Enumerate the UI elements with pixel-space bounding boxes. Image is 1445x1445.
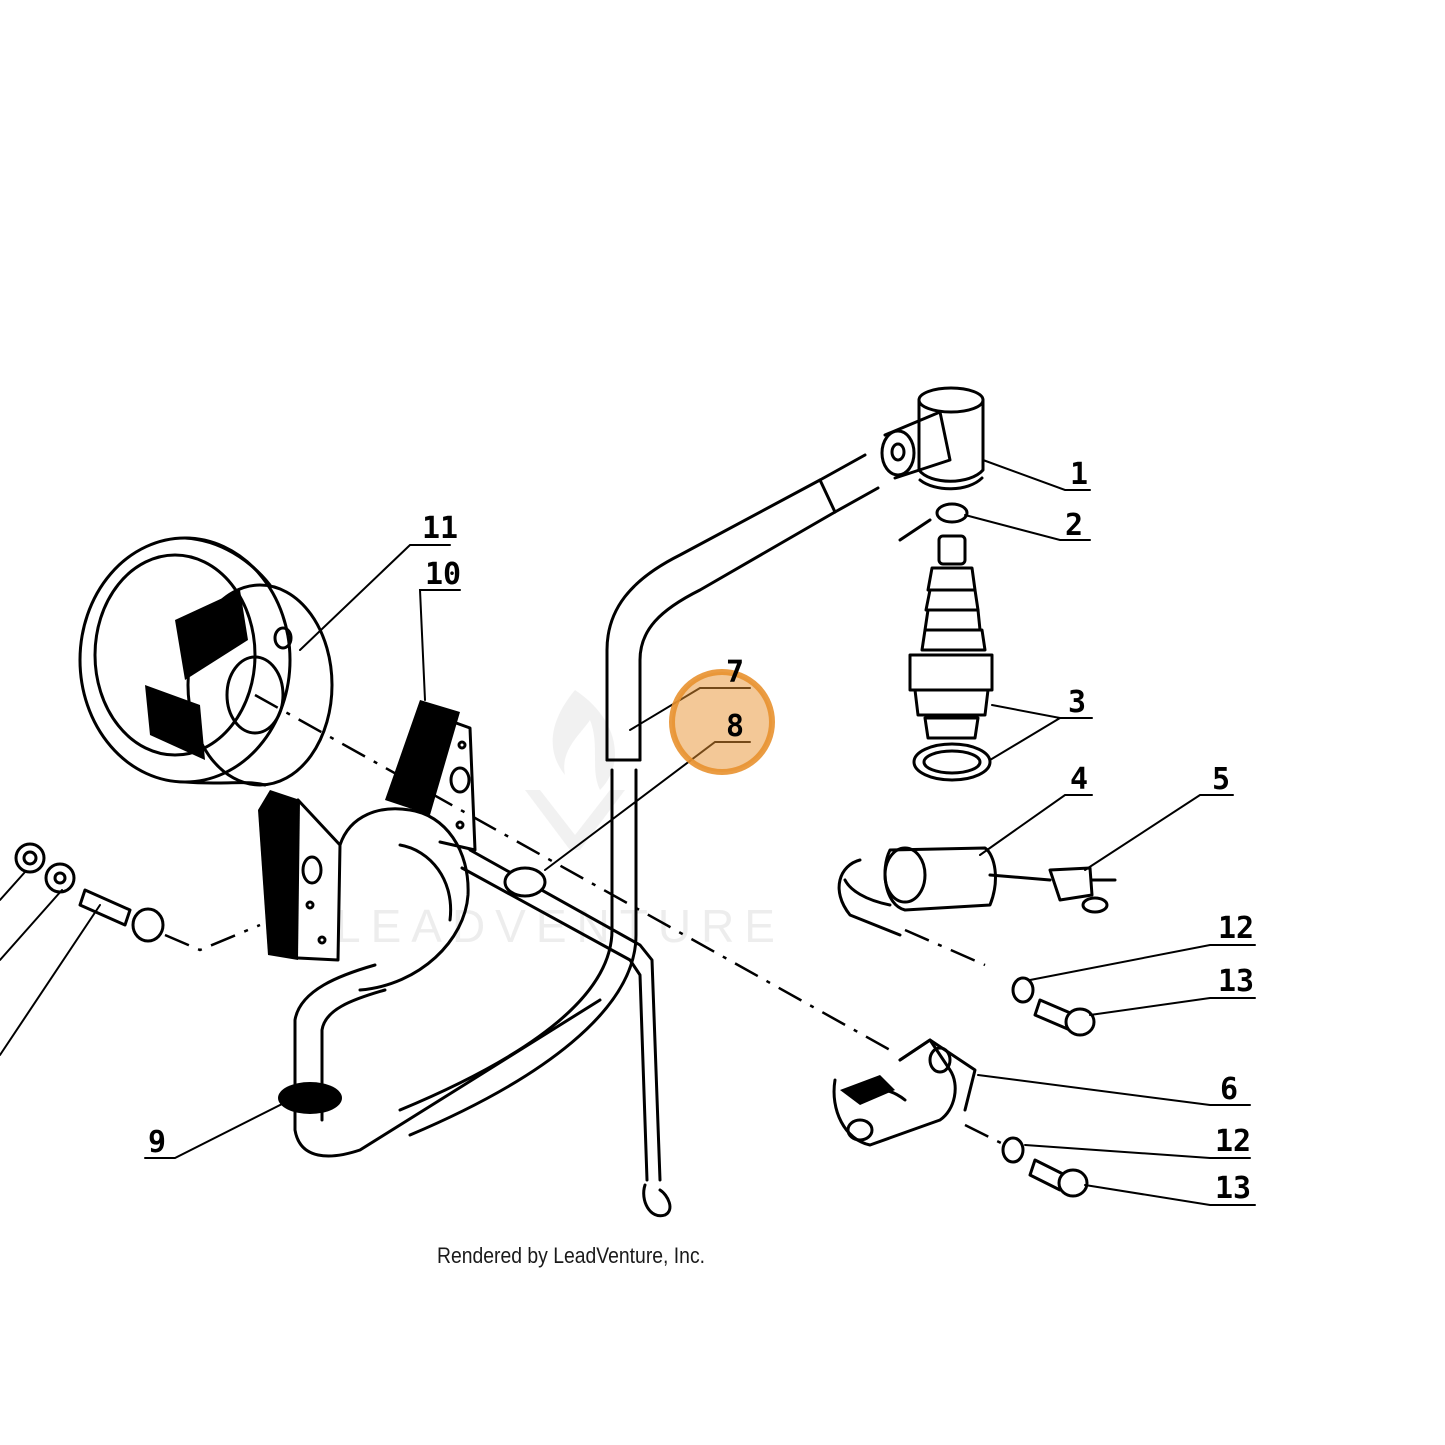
- callout-4[interactable]: 4: [1070, 762, 1088, 797]
- callout-12b[interactable]: 12: [1215, 1124, 1251, 1159]
- watermark-text: LEADVENTURE: [335, 900, 785, 952]
- callout-5[interactable]: 5: [1212, 762, 1230, 797]
- callout-13a[interactable]: 13: [1218, 964, 1254, 999]
- spark-plug-boot: [880, 386, 985, 491]
- breaker-points: [832, 1038, 977, 1147]
- ground-wire: [460, 848, 672, 1218]
- callout-2[interactable]: 2: [1065, 508, 1083, 543]
- callout-12a[interactable]: 12: [1218, 911, 1254, 946]
- condenser: [837, 846, 1117, 937]
- callout-13b[interactable]: 13: [1215, 1171, 1251, 1206]
- center-lines: [164, 693, 1006, 1147]
- callout-7[interactable]: 7: [726, 655, 744, 690]
- highlight-ring[interactable]: [669, 669, 775, 775]
- callout-labels: 1 2 3 4 5 6 7 8 9 10 11 12 13 12 13: [148, 457, 1254, 1206]
- callout-3[interactable]: 3: [1068, 685, 1086, 720]
- callout-9[interactable]: 9: [148, 1125, 166, 1160]
- callout-1[interactable]: 1: [1070, 457, 1088, 492]
- callout-8[interactable]: 8: [726, 709, 744, 744]
- ignition-coil: [258, 700, 477, 992]
- v-logo-icon: [525, 790, 625, 850]
- spark-plug: [898, 502, 994, 782]
- flame-logo-icon: [552, 690, 615, 790]
- leader-lines: [0, 459, 1256, 1206]
- flywheel: [78, 536, 334, 787]
- callout-6[interactable]: 6: [1220, 1072, 1238, 1107]
- callout-11[interactable]: 11: [422, 511, 458, 546]
- credit-text: Rendered by LeadVenture, Inc.: [437, 1243, 706, 1268]
- primary-lead: [278, 963, 602, 1158]
- fasteners: [14, 842, 1096, 1198]
- callout-10[interactable]: 10: [425, 557, 461, 592]
- spark-plug-wire: [398, 453, 880, 1137]
